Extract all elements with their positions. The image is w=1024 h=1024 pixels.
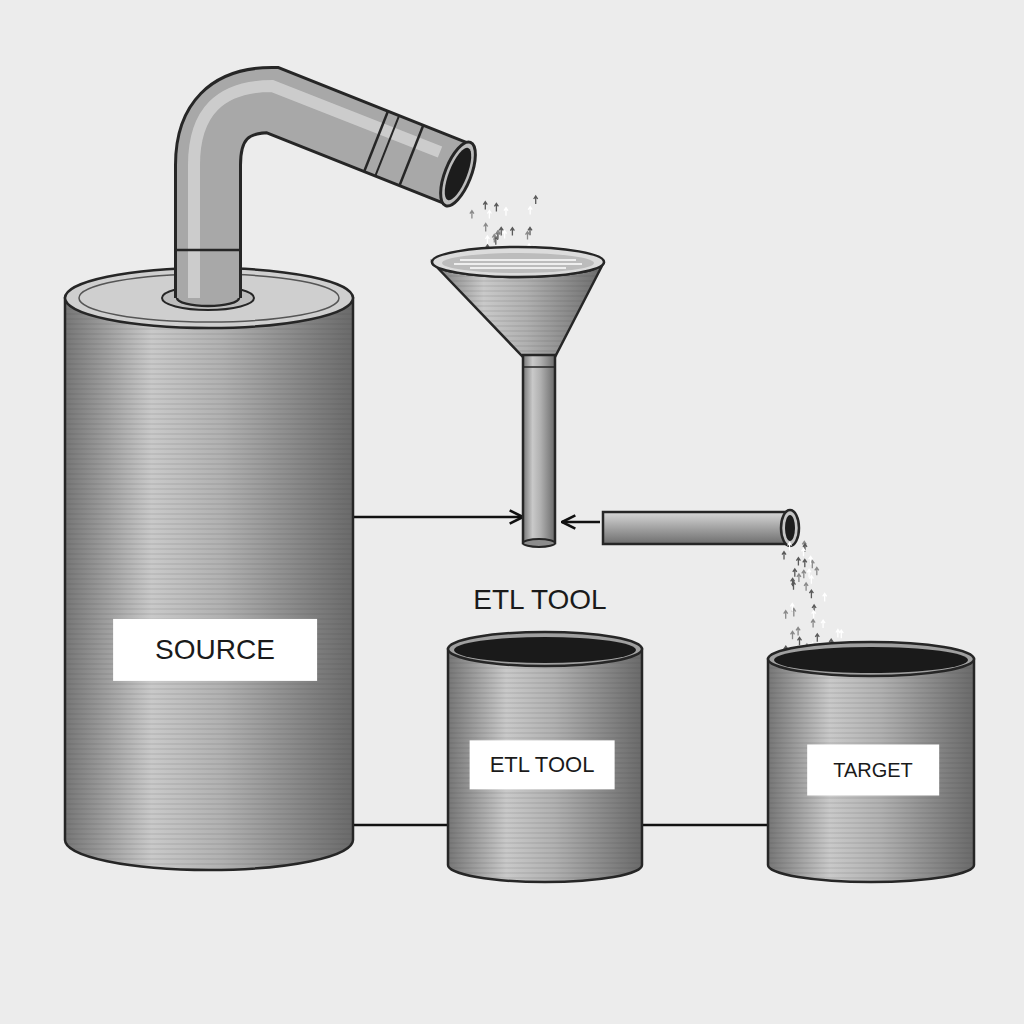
funnel-shape	[430, 245, 606, 550]
particle	[796, 558, 800, 566]
cylinder-label: SOURCE	[155, 634, 275, 665]
particle	[809, 556, 813, 564]
particle	[797, 574, 801, 582]
label-patch: TARGET	[807, 745, 939, 796]
source-cylinder: SOURCE	[65, 268, 353, 870]
particle	[494, 203, 498, 211]
cylinder-outline	[65, 298, 353, 870]
particle	[487, 211, 491, 219]
particle	[503, 231, 507, 239]
cylinder-body	[448, 649, 642, 882]
connector-arrow	[353, 516, 523, 519]
particle	[499, 227, 503, 235]
funnel-spout	[523, 355, 555, 543]
particle	[510, 228, 514, 236]
cylinder-body	[768, 659, 974, 882]
label-patch: SOURCE	[113, 619, 317, 681]
particle	[788, 543, 792, 551]
etl-cylinder: ETL TOOL	[448, 632, 642, 882]
particle	[484, 224, 488, 232]
cylinder-body	[65, 298, 353, 870]
label-holder: ETL TOOL	[469, 584, 610, 616]
cylinder-rim	[768, 642, 974, 676]
cylinder-opening	[454, 637, 636, 663]
pipe-hole	[439, 145, 476, 204]
cylinder-hatching	[768, 659, 974, 882]
pipe-band	[376, 116, 399, 176]
particle	[809, 590, 813, 598]
cylinder-hatching	[448, 649, 642, 882]
pipe-band	[364, 111, 387, 171]
funnel-rim	[432, 247, 604, 277]
spout-end	[523, 539, 555, 547]
funnel-streak	[470, 267, 566, 269]
label-patch: ETL TOOL	[470, 740, 615, 789]
particle	[809, 576, 813, 584]
cylinder-outline	[448, 649, 642, 882]
particle	[528, 207, 532, 215]
particle	[782, 552, 786, 560]
particle	[812, 611, 816, 619]
particle	[821, 620, 825, 628]
spout-band	[523, 366, 555, 368]
pipe-bands	[364, 111, 423, 184]
pipe-band	[400, 125, 423, 185]
cylinder-label: ETL TOOL	[490, 752, 595, 777]
connector-line	[353, 824, 448, 827]
pipe-rim	[433, 138, 482, 211]
particle	[784, 611, 788, 619]
particle	[823, 593, 827, 601]
connector-line	[642, 824, 768, 827]
particle	[804, 583, 808, 591]
particle	[802, 570, 806, 578]
particle	[811, 620, 815, 628]
particle	[807, 569, 811, 577]
cylinder-hatching	[65, 298, 353, 870]
small-pipe	[603, 512, 790, 544]
particle	[526, 232, 530, 240]
funnel-streak	[454, 263, 582, 265]
particle	[798, 637, 802, 645]
particle	[504, 208, 508, 216]
small-pipe-rim	[781, 510, 799, 546]
particle	[792, 582, 796, 590]
cylinder-label: TARGET	[833, 759, 913, 781]
pipe-stub-highlight	[188, 254, 200, 298]
small-pipe-hole	[785, 515, 795, 541]
target-cylinder: TARGET	[768, 642, 974, 882]
particle	[791, 631, 795, 639]
particle	[796, 627, 800, 635]
particle	[496, 231, 500, 239]
pipe-band	[176, 249, 240, 252]
cylinder-opening	[774, 647, 968, 673]
cylinder-outline	[768, 659, 974, 882]
funnel-mouth	[442, 253, 594, 273]
particle	[802, 548, 806, 556]
funnel-streak	[460, 259, 576, 261]
particle	[534, 196, 538, 204]
particle	[790, 604, 794, 612]
particle	[815, 567, 819, 575]
particle	[483, 202, 487, 210]
particle	[485, 236, 489, 244]
particle	[803, 559, 807, 567]
particle	[470, 211, 474, 219]
pipe-stub-edge	[174, 254, 177, 298]
pipe-stub	[177, 254, 239, 298]
etl-funnel: ETL TOOL	[430, 245, 606, 550]
source-shape	[65, 268, 353, 870]
particle	[492, 235, 496, 243]
particle	[836, 630, 840, 638]
tool-label: ETL TOOL	[473, 584, 606, 615]
particle	[815, 634, 819, 642]
pipe-opening	[433, 138, 482, 211]
pipe-stub-edge	[239, 254, 242, 298]
cylinder-rim	[448, 632, 642, 666]
particle	[793, 569, 797, 577]
flow-arrow	[562, 521, 600, 524]
